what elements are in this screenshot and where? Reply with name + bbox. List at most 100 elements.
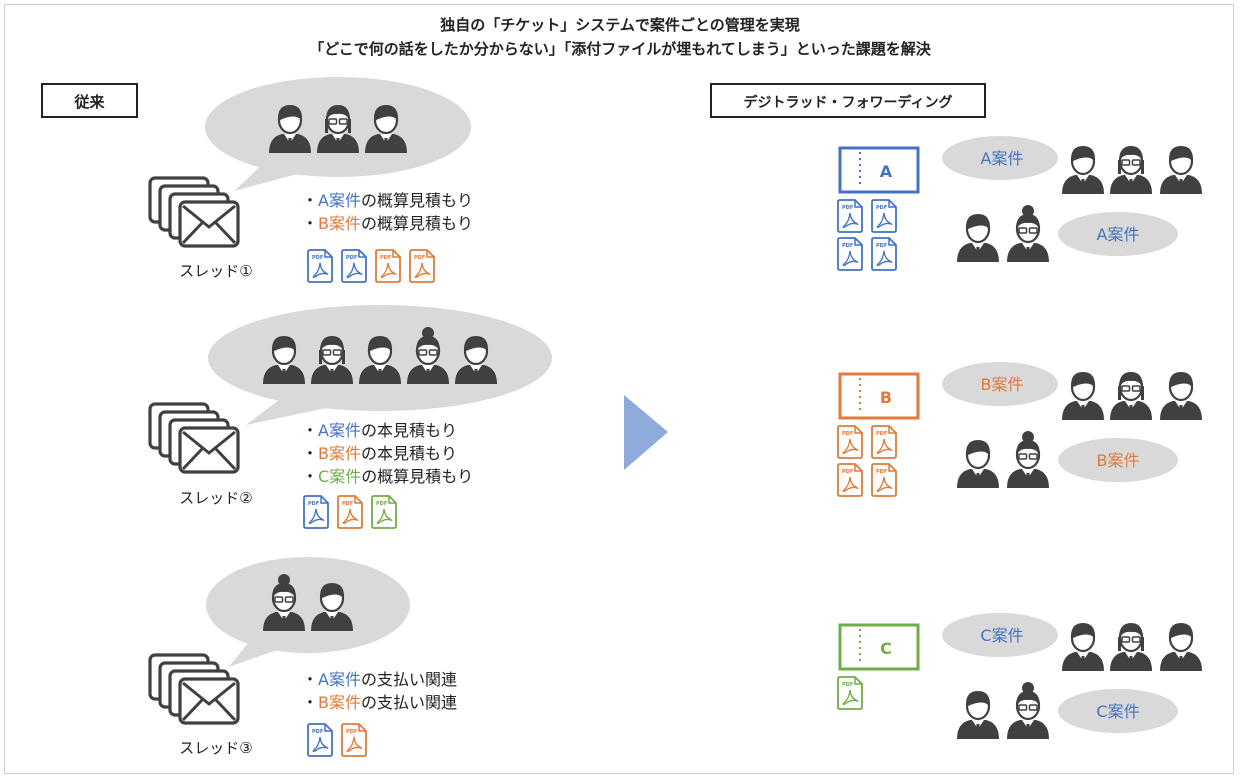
person-icon xyxy=(1062,146,1104,194)
person-icon xyxy=(957,691,999,739)
case-name: B案件 xyxy=(318,444,361,463)
person-icon xyxy=(317,105,359,153)
pdf-file-icon: PDF xyxy=(337,495,363,529)
person-icon xyxy=(1160,146,1202,194)
pdf-label: PDF xyxy=(312,255,323,261)
pdf-label: PDF xyxy=(346,255,357,261)
pdf-file-icon: PDF xyxy=(837,425,863,459)
pdf-label: PDF xyxy=(876,431,887,437)
pdf-label: PDF xyxy=(842,469,853,475)
thread-item: ・B案件の支払い関連 xyxy=(302,693,457,712)
speech-bubble: A案件 xyxy=(942,136,1058,180)
ticket-group: B PDF PDF PDF PDF B案件 B案件 xyxy=(837,362,1202,497)
thread-item: ・B案件の概算見積もり xyxy=(302,214,473,233)
case-name: B案件 xyxy=(318,214,361,233)
ticket-box: B xyxy=(838,372,920,420)
pdf-label: PDF xyxy=(308,501,319,507)
bubble-case-label: C案件 xyxy=(980,626,1023,645)
person-icon xyxy=(1110,623,1152,671)
pdf-file-icon: PDF xyxy=(375,249,401,283)
thread-item: ・C案件の概算見積もり xyxy=(302,467,473,486)
pdf-file-icon: PDF xyxy=(871,237,897,271)
case-topic: の概算見積もり xyxy=(361,191,473,210)
pdf-file-icon: PDF xyxy=(409,249,435,283)
before-label-box: 従来 xyxy=(41,83,138,118)
pdf-file-icon: PDF xyxy=(371,495,397,529)
bubble-case-label: B案件 xyxy=(1097,451,1140,470)
person-icon xyxy=(957,440,999,488)
person-icon xyxy=(1007,682,1049,739)
person-icon xyxy=(365,105,407,153)
pdf-file-icon: PDF xyxy=(307,249,333,283)
person-icon xyxy=(263,336,305,384)
bubble-case-label: B案件 xyxy=(981,375,1024,394)
case-topic: の本見積もり xyxy=(361,444,457,463)
case-topic: の本見積もり xyxy=(361,421,457,440)
transition-arrow xyxy=(624,395,668,470)
thread-label: スレッド① xyxy=(179,262,252,280)
person-icon xyxy=(1007,205,1049,262)
person-icon xyxy=(311,583,353,631)
thread-item: ・A案件の概算見積もり xyxy=(302,191,473,210)
ticket-group: A PDF PDF PDF PDF A案件 A案件 xyxy=(837,136,1202,271)
bullet: ・ xyxy=(302,444,318,463)
case-name: C案件 xyxy=(318,467,361,486)
pdf-file-icon: PDF xyxy=(871,425,897,459)
pdf-file-icon: PDF xyxy=(341,723,367,757)
person-icon xyxy=(1007,431,1049,488)
envelope-icon xyxy=(148,402,240,474)
person-icon xyxy=(359,336,401,384)
pdf-file-icon: PDF xyxy=(871,463,897,497)
ticket-box: A xyxy=(838,146,920,194)
person-icon xyxy=(455,336,497,384)
bullet: ・ xyxy=(302,421,318,440)
pdf-label: PDF xyxy=(312,729,323,735)
person-icon xyxy=(957,214,999,262)
after-label: デジトラッド・フォワーディング xyxy=(743,94,952,111)
person-icon xyxy=(1062,623,1104,671)
pdf-file-icon: PDF xyxy=(307,723,333,757)
pdf-file-icon: PDF xyxy=(837,237,863,271)
case-topic: の概算見積もり xyxy=(361,214,473,233)
pdf-file-icon: PDF xyxy=(871,199,897,233)
speech-bubble: A案件 xyxy=(1058,212,1178,256)
person-icon xyxy=(407,327,449,384)
title-line-2: 「どこで何の話をしたか分からない」「添付ファイルが埋もれてしまう」といった課題を… xyxy=(309,40,932,58)
thread-group: スレッド① ・A案件の概算見積もり・B案件の概算見積もり PDF PDF PDF PDF xyxy=(148,77,473,283)
pdf-label: PDF xyxy=(842,243,853,249)
case-topic: の支払い関連 xyxy=(361,693,457,712)
ticket-letter: A xyxy=(880,162,893,181)
speech-bubble: B案件 xyxy=(1058,438,1178,482)
pdf-label: PDF xyxy=(876,205,887,211)
speech-bubble: C案件 xyxy=(942,613,1058,657)
case-name: A案件 xyxy=(318,421,361,440)
person-icon xyxy=(269,105,311,153)
case-name: B案件 xyxy=(318,693,361,712)
person-icon xyxy=(1062,372,1104,420)
title-line-1: 独自の「チケット」システムで案件ごとの管理を実現 xyxy=(440,16,799,34)
bubble-case-label: A案件 xyxy=(981,149,1024,168)
thread-label: スレッド③ xyxy=(179,739,252,757)
pdf-label: PDF xyxy=(876,469,887,475)
bullet: ・ xyxy=(302,467,318,486)
pdf-label: PDF xyxy=(414,255,425,261)
person-icon xyxy=(1160,372,1202,420)
bullet: ・ xyxy=(302,670,318,689)
before-label: 従来 xyxy=(73,93,105,111)
pdf-file-icon: PDF xyxy=(837,676,863,710)
bullet: ・ xyxy=(302,214,318,233)
figure-frame xyxy=(4,4,1234,774)
ticket-letter: B xyxy=(880,388,892,407)
thread-label: スレッド② xyxy=(179,489,252,507)
pdf-label: PDF xyxy=(346,729,357,735)
pdf-label: PDF xyxy=(876,243,887,249)
thread-item: ・A案件の本見積もり xyxy=(302,421,457,440)
pdf-label: PDF xyxy=(842,205,853,211)
bubble-case-label: A案件 xyxy=(1097,225,1140,244)
pdf-label: PDF xyxy=(376,501,387,507)
after-label-box: デジトラッド・フォワーディング xyxy=(710,83,986,118)
